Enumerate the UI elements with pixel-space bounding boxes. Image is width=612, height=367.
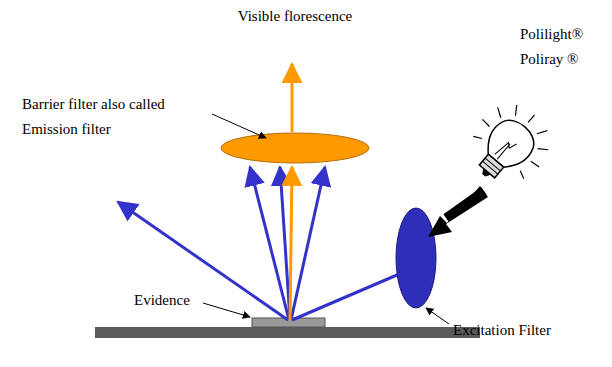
bulb-ray [494, 107, 505, 117]
excitation-filter [396, 208, 436, 308]
output-label-box: Visible florescence [236, 4, 354, 29]
bulb-filament [493, 138, 516, 163]
output-label: Visible florescence [236, 4, 354, 29]
filter-label: Excitation Filter [453, 318, 603, 343]
filter-label-box: Barrier filter also called Emission filt… [22, 92, 204, 142]
bulb-ray [531, 160, 539, 167]
visible-fluorescence-ray [291, 64, 294, 132]
leader-arrow [426, 308, 449, 324]
filter-label-box: Excitation Filter [453, 318, 603, 343]
bulb-ray [511, 105, 521, 116]
leader-arrow [203, 303, 250, 317]
leader-arrow [212, 114, 266, 138]
light-source-label-box: Polilight® Poliray ® [520, 22, 604, 72]
table-surface [95, 327, 480, 338]
evidence-label: Evidence [134, 288, 200, 313]
reflected-ray [280, 167, 290, 320]
barrier-filter [221, 133, 369, 163]
excitation-ray [292, 272, 404, 320]
bulb-ray [482, 119, 490, 126]
bulb-ray [538, 144, 549, 154]
bulb-rays [470, 91, 563, 181]
bulb-base [479, 154, 503, 178]
filter-label: Barrier filter also called Emission filt… [22, 92, 204, 142]
bulb-ray [537, 127, 547, 138]
reflected-ray [291, 167, 325, 320]
reflected-ray [250, 167, 289, 320]
evidence-label-box: Evidence [134, 288, 200, 313]
bulb-tip [480, 168, 491, 178]
fluorescence-ray [290, 167, 292, 320]
bulb-ray [518, 171, 527, 179]
light-direction-shaft [446, 191, 484, 218]
light-bulb [455, 91, 562, 199]
bulb-thread [485, 158, 500, 171]
light-source-label: Polilight® Poliray ® [520, 22, 604, 72]
bulb-ray [528, 115, 534, 123]
bulb-ray [473, 133, 482, 141]
light-direction-arrow [428, 186, 488, 237]
